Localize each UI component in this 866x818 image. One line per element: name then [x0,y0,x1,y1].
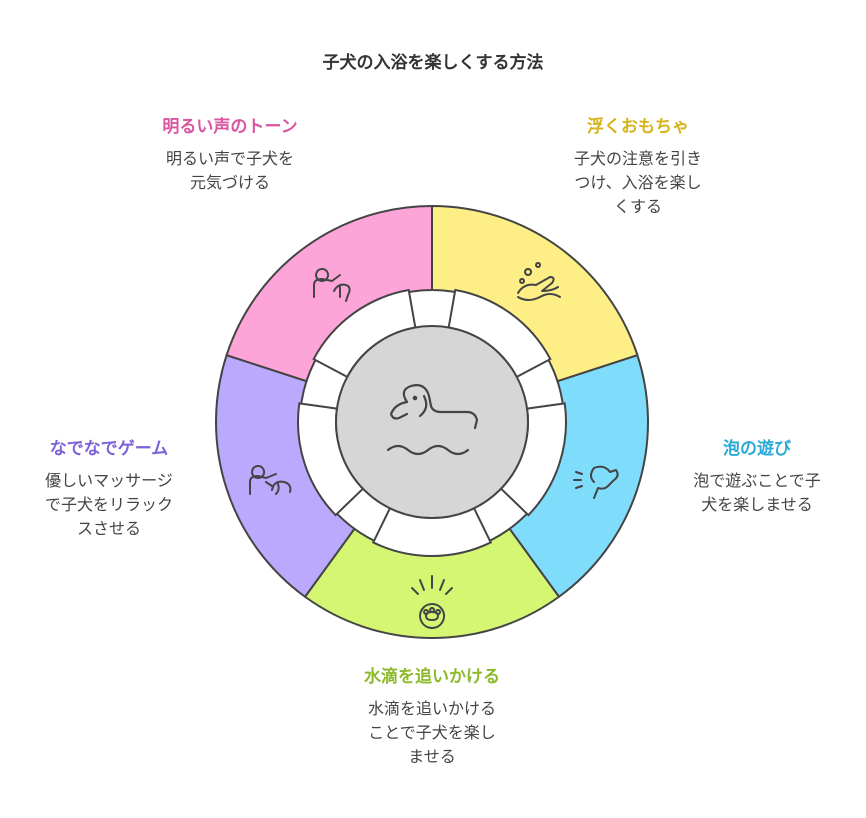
flow-arrows [297,288,567,557]
description-line: スさせる [76,519,141,538]
description-line: つけ、入浴を楽し [574,173,702,192]
description-line: 優しいマッサージ [45,471,173,490]
label-description: 明るい声で子犬を元気づける [120,147,340,195]
label-heading: 浮くおもちゃ [587,117,689,137]
label-description: 泡で遊ぶことで子犬を楽しませる [662,469,852,517]
label-description: 子犬の注意を引きつけ、入浴を楽しくする [528,147,748,219]
hand-with-bubbles-icon [517,262,561,301]
description-line: 水滴を追いかける [367,699,496,718]
description-line: で子犬をリラック [44,495,173,514]
label-heading: 水滴を追いかける [364,667,500,687]
diagram-title: 子犬の入浴を楽しくする方法 [322,53,544,73]
petting-hand-icon [249,465,292,495]
label-floating-toys: 浮くおもちゃ子犬の注意を引きつけ、入浴を楽しくする [528,112,748,219]
label-chase-drops: 水滴を追いかける水滴を追いかけることで子犬を楽しませる [322,662,542,769]
label-heading: なでなでゲーム [49,439,169,459]
description-line: 元気づける [189,173,270,192]
label-description: 優しいマッサージで子犬をリラックスさせる [14,469,204,541]
description-line: 犬を楽しませる [701,495,813,514]
label-heading: 明るい声のトーン [162,117,298,137]
label-heading: 泡の遊び [723,439,791,459]
description-line: ことで子犬を楽し [368,723,496,742]
paw-sparkle-icon [411,575,453,629]
label-description: 水滴を追いかけることで子犬を楽しませる [322,697,542,769]
label-bubble-play: 泡の遊び泡で遊ぶことで子犬を楽しませる [662,434,852,517]
description-line: くする [613,197,662,216]
label-petting-game: なでなでゲーム優しいマッサージで子犬をリラックスさせる [14,434,204,541]
person-with-dog-icon [313,268,351,302]
description-line: 明るい声で子犬を [165,149,294,168]
description-line: ませる [408,747,456,766]
description-line: 泡で遊ぶことで子 [693,471,821,490]
barking-dog-icon [573,465,619,499]
center-circle [335,325,529,519]
description-line: 子犬の注意を引き [573,149,702,168]
label-bright-voice: 明るい声のトーン明るい声で子犬を元気づける [120,112,340,195]
dog-bathing-icon [386,384,479,456]
